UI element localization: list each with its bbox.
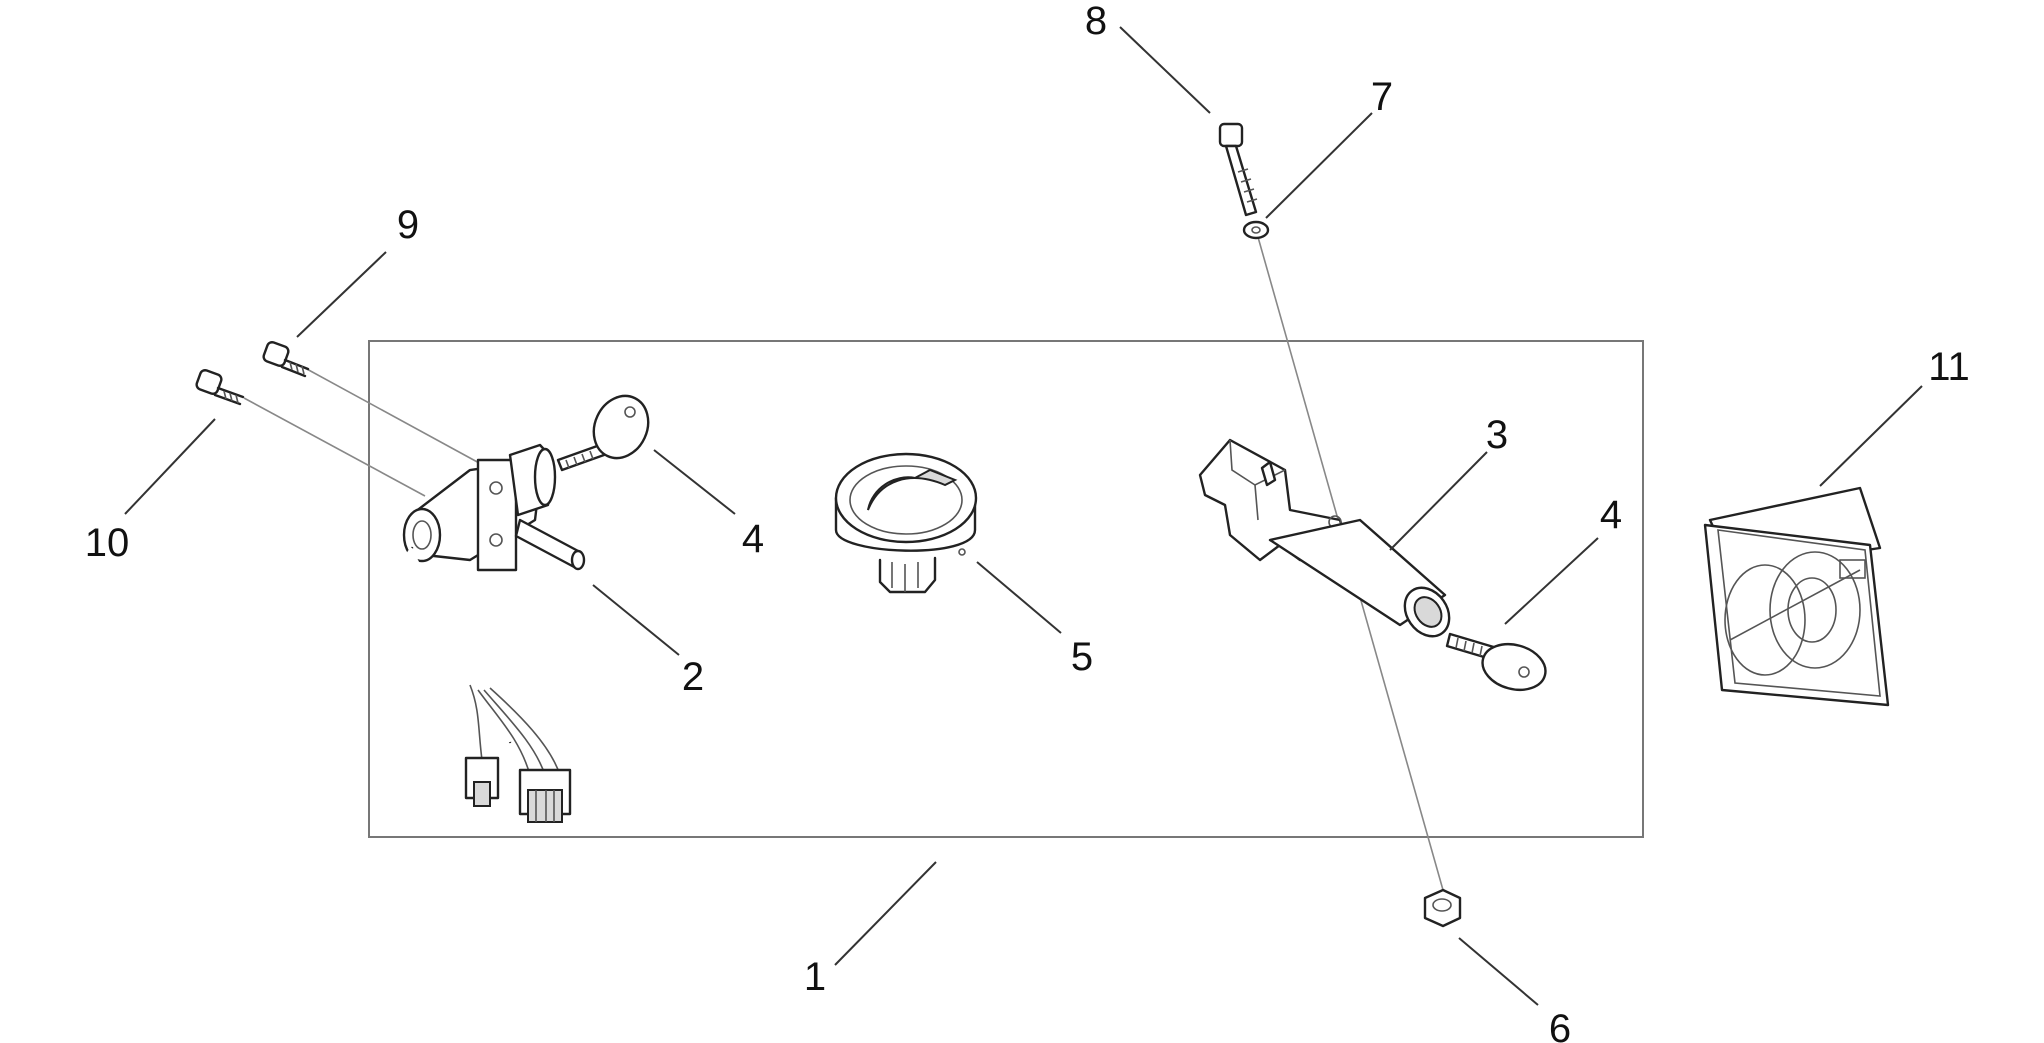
callout-5: 5: [1071, 635, 1093, 679]
callout-11: 11: [1928, 345, 1970, 389]
guide-line-screw-9: [304, 367, 493, 471]
callout-9: 9: [397, 203, 419, 247]
leader-9: [296, 251, 387, 338]
callout-6: 6: [1549, 1007, 1571, 1043]
callout-10: 10: [85, 521, 130, 565]
bolt-8: [1218, 122, 1258, 217]
key-right: [1445, 632, 1547, 692]
callout-2: 2: [682, 655, 704, 699]
leader-6: [1458, 937, 1539, 1006]
screw-9: [262, 341, 310, 378]
callout-4-right: 4: [1600, 493, 1622, 537]
leader-5: [976, 561, 1062, 634]
leader-4a: [653, 449, 736, 515]
nut-6: [1423, 888, 1462, 928]
screw-10: [195, 369, 245, 406]
handlebar-lock: [1198, 438, 1451, 638]
callout-3: 3: [1486, 413, 1508, 457]
ignition-switch: [395, 443, 586, 823]
leader-11: [1819, 385, 1923, 487]
callout-4-left: 4: [742, 517, 764, 561]
callout-1: 1: [804, 955, 826, 999]
callout-8: 8: [1085, 0, 1107, 43]
instruction-packet: [1703, 486, 1890, 707]
leader-4b: [1504, 537, 1599, 625]
washer-7: [1242, 220, 1270, 240]
key-left: [556, 394, 650, 472]
leader-3: [1389, 451, 1488, 551]
fuel-cap: [834, 452, 978, 594]
guide-line-screw-10: [243, 397, 426, 497]
leader-10: [124, 418, 216, 515]
callout-7: 7: [1371, 75, 1393, 119]
kit-frame: [368, 340, 1644, 838]
leader-2: [592, 584, 680, 656]
leader-1: [834, 861, 937, 966]
leader-7: [1265, 112, 1373, 219]
leader-8: [1119, 26, 1211, 114]
